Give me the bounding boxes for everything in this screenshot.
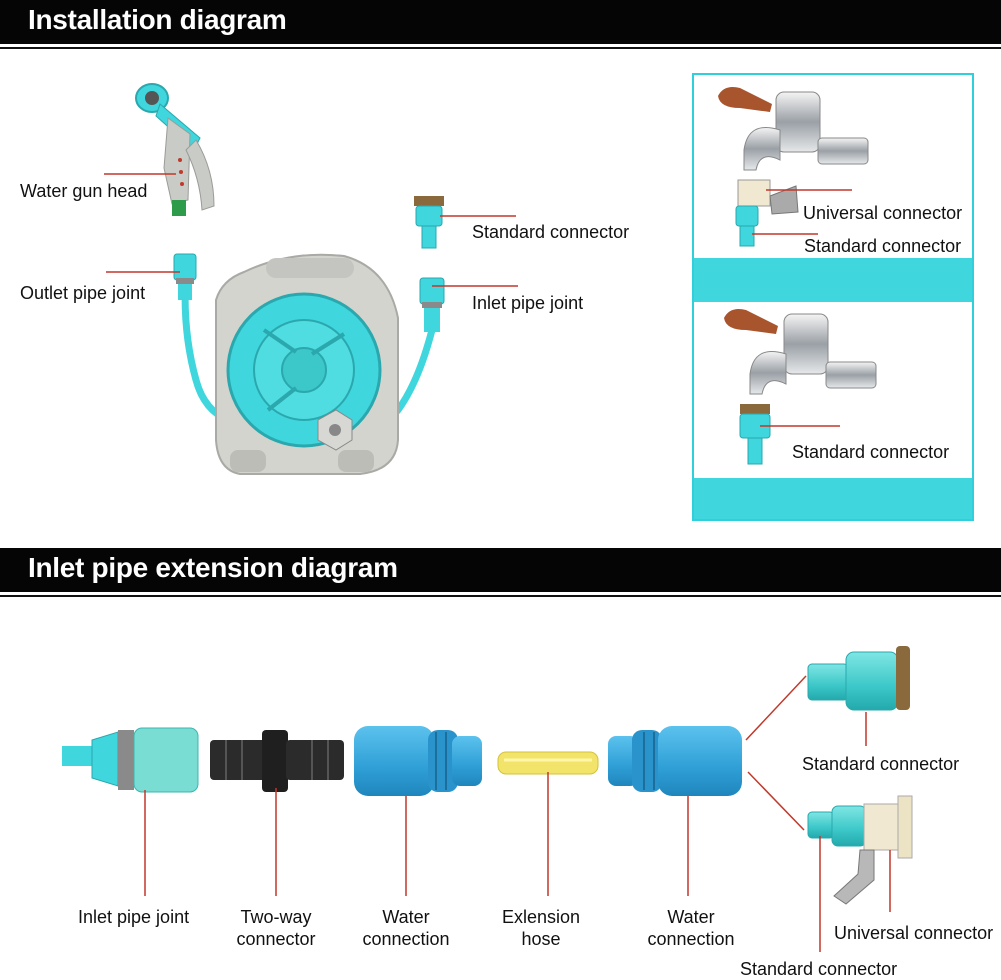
label-inlet-pipe-joint: Inlet pipe joint (78, 907, 190, 927)
faucet-icon (718, 87, 869, 247)
leader-lines (104, 173, 518, 287)
divider (0, 47, 1001, 49)
label-two-way-connector: Two-way connector (226, 906, 326, 950)
inlet-pipe-joint-icon (419, 277, 445, 332)
label-universal-connector: Universal connector (834, 923, 994, 943)
label-universal-connector: Universal connector (803, 203, 963, 223)
hose-reel-icon (181, 253, 438, 475)
divider (0, 595, 1001, 597)
label-standard-connector: Standard connector (472, 222, 630, 242)
label-standard-connector: Standard connector (792, 442, 950, 462)
label-line: Exlension (501, 907, 581, 927)
leader-lines (752, 189, 852, 427)
standard-connector-icon (414, 196, 444, 249)
section-title: Installation diagram (28, 4, 287, 35)
label-line: Two-way (240, 907, 312, 927)
outlet-pipe-joint-icon (173, 253, 197, 300)
section-header-extension: Inlet pipe extension diagram (0, 548, 1001, 592)
label-line: connector (236, 929, 316, 949)
two-way-connector-icon (210, 730, 344, 792)
label-line: Water (382, 907, 430, 927)
label-water-connection: Water connection (641, 906, 741, 950)
label-water-connection: Water connection (356, 906, 456, 950)
label-line: connection (362, 929, 450, 949)
teal-band (694, 478, 972, 519)
leader-lines (144, 675, 891, 952)
label-standard-connector: Standard connector (740, 959, 898, 979)
label-line: hose (521, 929, 561, 949)
standard-connector-icon (807, 646, 910, 711)
water-gun-icon (135, 83, 215, 216)
label-line: Water (667, 907, 715, 927)
section-title: Inlet pipe extension diagram (28, 552, 398, 583)
label-standard-connector: Standard connector (802, 754, 960, 774)
label-extension-hose: Exlension hose (491, 906, 591, 950)
inlet-pipe-joint-icon (62, 727, 199, 793)
label-standard-connector: Standard connector (804, 236, 962, 256)
section-header-installation: Installation diagram (0, 0, 1001, 44)
extension-hose-icon (497, 751, 599, 775)
water-connection-icon (354, 726, 482, 796)
label-outlet-pipe-joint: Outlet pipe joint (20, 283, 146, 303)
faucet-icon (724, 309, 877, 465)
teal-band (694, 258, 972, 302)
label-water-gun-head: Water gun head (20, 181, 148, 201)
water-connection-icon (608, 726, 742, 796)
label-line: connection (647, 929, 735, 949)
universal-connector-icon (807, 795, 913, 905)
label-inlet-pipe-joint: Inlet pipe joint (472, 293, 584, 313)
